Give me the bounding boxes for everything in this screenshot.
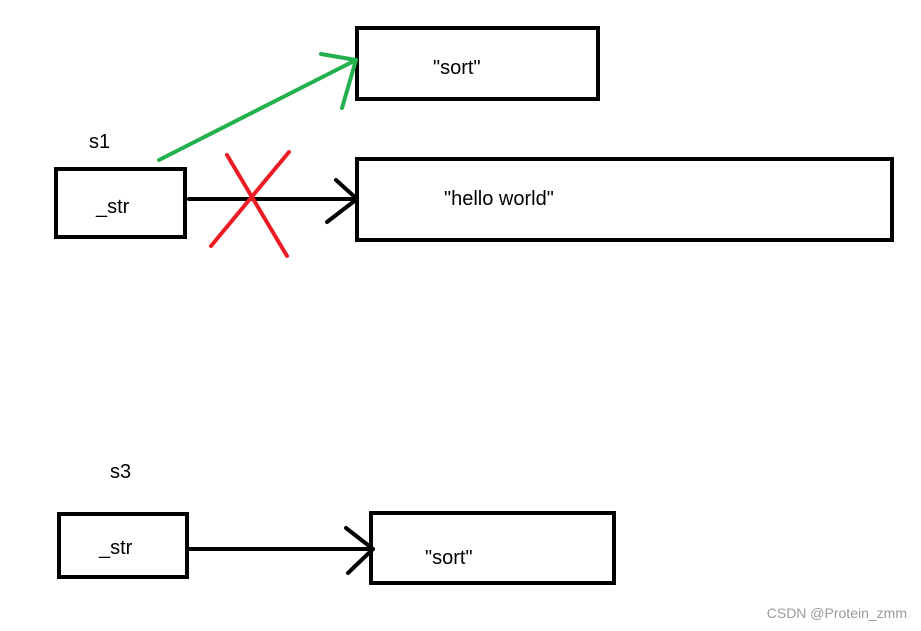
watermark-text: CSDN @Protein_zmm <box>766 605 907 621</box>
s3-str-box: _str <box>57 512 189 579</box>
s3-target-box: "sort" <box>369 511 616 585</box>
s1-old-target-box: "hello world" <box>355 157 894 242</box>
s3-pointer-arrow <box>187 526 375 575</box>
s1-new-pointer-arrow <box>157 52 358 162</box>
s1-str-box: _str <box>54 167 187 239</box>
s1-old-target-text: "hello world" <box>444 188 554 210</box>
cross-out-icon <box>209 150 291 258</box>
s1-new-target-text: "sort" <box>433 57 481 79</box>
s1-label: s1 <box>89 131 111 153</box>
s3-target-text: "sort" <box>425 547 473 569</box>
s1-new-target-box: "sort" <box>355 26 600 101</box>
s1-str-label: _str <box>96 196 130 218</box>
s3-str-label: _str <box>99 537 133 559</box>
s3-label: s3 <box>110 461 132 483</box>
s1-old-pointer-arrow <box>187 178 359 224</box>
